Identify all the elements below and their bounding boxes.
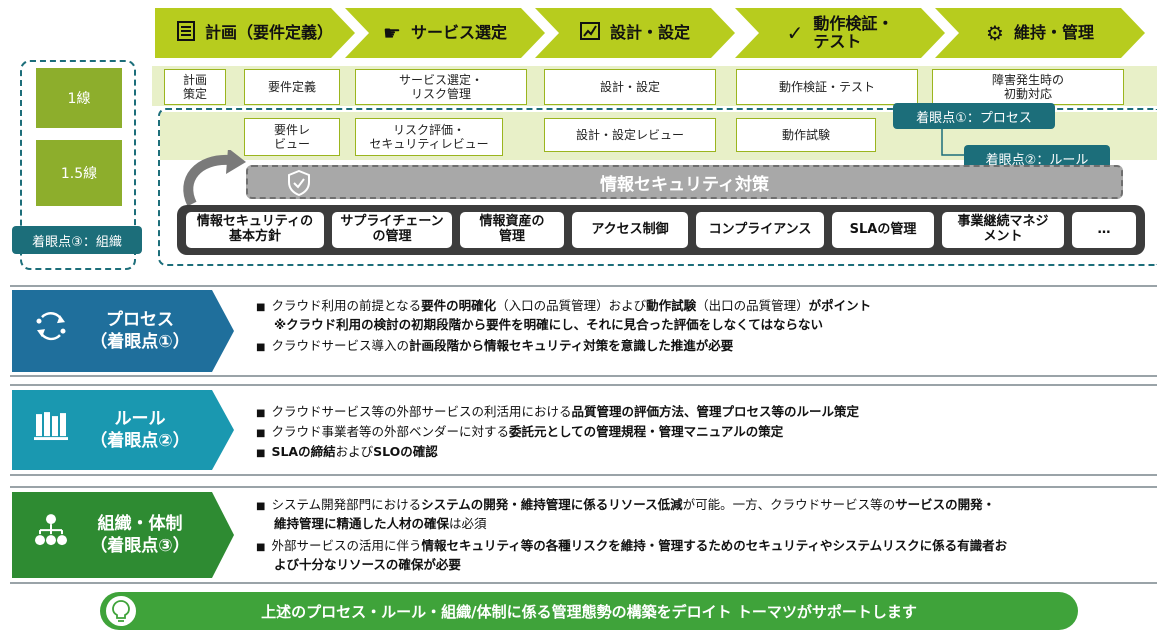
phase-chevron-maintenance: ⚙ 維持・管理 [935, 8, 1145, 58]
pointing-hand-icon: ☛ [383, 21, 401, 45]
process-box: 要件レ ビュー [244, 118, 340, 156]
category-item: SLAの管理 [832, 212, 934, 248]
line-column-frame [20, 60, 136, 270]
org-bullet-2-cont: よび十分なリソースの確保が必要 [274, 557, 461, 572]
shield-icon [288, 169, 310, 201]
category-item: サプライチェーン の管理 [332, 212, 452, 248]
category-item: … [1072, 212, 1136, 248]
line-1-5-area-frame [158, 108, 1157, 266]
line-1-box: 1線 [36, 68, 122, 128]
process-bullet-2: ■クラウドサービス導入の計画段階から情報セキュリティ対策を意識した推進が必要 [256, 338, 734, 353]
process-note: ※クラウド利用の検討の初期段階から要件を明確にし、それに見合った評価をしなくては… [274, 317, 824, 332]
support-banner: 上述のプロセス・ルール・組織/体制に係る管理態勢の構築をデロイト トーマツがサポ… [100, 592, 1078, 630]
cycle-arrows-icon [34, 309, 68, 353]
phase-chevron-service-selection: ☛ サービス選定 [345, 8, 545, 58]
process-bullet-1: ■クラウド利用の前提となる要件の明確化（入口の品質管理）および動作試験（出口の品… [256, 298, 872, 313]
phase-chevron-verification: ✓ 動作検証・ テスト [735, 8, 945, 58]
process-box: 要件定義 [244, 69, 340, 105]
rule-section [10, 384, 1157, 476]
process-box: 動作検証・テスト [736, 69, 918, 105]
process-box: サービス選定・ リスク管理 [355, 69, 527, 105]
process-box: 設計・設定レビュー [544, 118, 716, 152]
org-chart-icon [34, 513, 68, 557]
focus-point-process-tag: 着眼点①：プロセス [893, 103, 1055, 129]
phase-chevron-planning: 計画（要件定義） [155, 8, 355, 58]
rule-bullet-2: ■クラウド事業者等の外部ベンダーに対する委託元としての管理規程・管理マニュアルの… [256, 424, 784, 439]
process-box: 設計・設定 [544, 69, 716, 105]
category-item: 情報セキュリティの 基本方針 [186, 212, 324, 248]
org-section-header: 組織・体制 （着眼点③） [12, 492, 234, 578]
security-measures-bar: 情報セキュリティ対策 [246, 165, 1123, 199]
org-bullet-1-cont: 維持管理に精通した人材の確保は必須 [274, 516, 487, 531]
category-item: アクセス制御 [572, 212, 688, 248]
checklist-icon [177, 21, 195, 46]
curved-arrow-icon [183, 150, 246, 207]
focus-point-org-tag: 着眼点③：組織 [12, 226, 142, 254]
org-bullet-2: ■外部サービスの活用に伴う情報セキュリティ等の各種リスクを維持・管理するためのセ… [256, 538, 1008, 553]
rule-bullet-3: ■SLAの締結およびSLOの確認 [256, 444, 438, 459]
category-item: 情報資産の 管理 [460, 212, 564, 248]
process-box: リスク評価・ セキュリティレビュー [355, 118, 503, 156]
gear-icon: ⚙ [986, 21, 1004, 45]
phase-chevron-design: 設計・設定 [535, 8, 735, 58]
process-section [10, 285, 1157, 377]
category-item: コンプライアンス [696, 212, 824, 248]
lightbulb-icon [104, 594, 138, 628]
org-bullet-1: ■システム開発部門におけるシステムの開発・維持管理に係るリソース低減が可能。一方… [256, 497, 996, 512]
process-box: 計画 策定 [164, 69, 226, 105]
design-chart-icon [580, 21, 600, 45]
line-1-5-box: 1.5線 [36, 140, 122, 206]
category-item: 事業継続マネジ メント [942, 212, 1064, 248]
rule-section-header: ルール （着眼点②） [12, 390, 234, 470]
process-box: 動作試験 [736, 118, 876, 152]
books-icon [34, 410, 68, 450]
checkmark-icon: ✓ [786, 21, 804, 45]
process-box: 障害発生時の 初動対応 [932, 69, 1124, 105]
process-section-header: プロセス （着眼点①） [12, 290, 234, 372]
org-section [10, 486, 1157, 584]
rule-bullet-1: ■クラウドサービス等の外部サービスの利活用における品質管理の評価方法、管理プロセ… [256, 404, 859, 419]
